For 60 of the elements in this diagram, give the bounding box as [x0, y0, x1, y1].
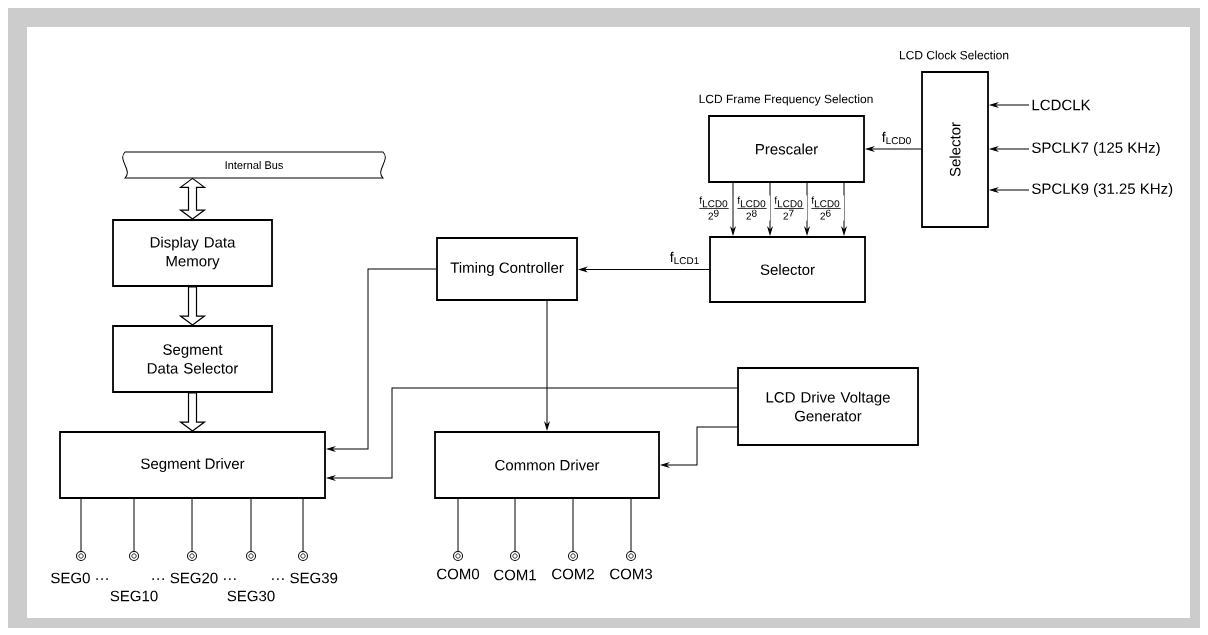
pin-label: ··· SEG39 — [272, 572, 338, 584]
signal-label: SPCLK9 (31.25 KHz) — [1032, 183, 1173, 197]
pin-line — [191, 498, 193, 552]
pin-label: SEG10 — [110, 590, 158, 602]
pin-line — [514, 498, 516, 552]
pin-line — [457, 498, 459, 552]
arrow — [544, 300, 550, 430]
arrow — [990, 187, 1030, 193]
pin-label: COM2 — [552, 568, 594, 580]
pin-label: COM0 — [437, 568, 480, 580]
pin-line — [133, 498, 135, 552]
pin-label: SEG0 ··· — [51, 572, 108, 584]
arrow — [327, 268, 437, 452]
pin-label: COM3 — [610, 568, 652, 580]
bus-banner: Internal Bus — [122, 151, 386, 179]
block-box: Selector — [709, 236, 866, 303]
pin-terminal — [453, 551, 463, 561]
arrow — [990, 102, 1030, 108]
pin-label: COM1 — [494, 569, 536, 581]
block-box: Segment Driver — [59, 431, 326, 499]
arrow — [579, 267, 710, 272]
arrow — [661, 426, 738, 468]
arrow — [327, 387, 738, 481]
pin-line — [250, 498, 252, 552]
edge-label: $\frac{\mathrm{f}_{\mathrm{LCD0}}}{\mathrm{2}^{\mathrm{8}}}$ — [733, 195, 771, 221]
pin-terminal — [246, 551, 256, 561]
pin-label: SEG30 — [227, 590, 275, 602]
pin-terminal — [510, 551, 520, 561]
arrow — [730, 182, 736, 235]
pin-line — [630, 498, 632, 552]
block-box: Common Driver — [434, 431, 660, 499]
section-heading: LCD Clock Selection — [899, 50, 1009, 60]
signal-label: LCDCLK — [1032, 99, 1091, 111]
pin-label: ··· SEG20 ··· — [152, 572, 236, 584]
block-box: Segment Data Selector — [112, 325, 273, 393]
block-box: Timing Controller — [436, 237, 578, 301]
pin-terminal — [626, 551, 636, 561]
pin-terminal — [129, 551, 139, 561]
pin-line — [80, 498, 82, 552]
pin-terminal — [187, 551, 197, 561]
arrow — [841, 182, 847, 235]
arrow — [767, 182, 773, 235]
edge-label: $\frac{\mathrm{f}_{\mathrm{LCD0}}}{\mathrm{2}^{\mathrm{9}}}$ — [695, 195, 733, 221]
pin-line — [572, 498, 574, 552]
arrow — [866, 146, 922, 152]
block-box: Display Data Memory — [112, 219, 273, 287]
signal-label: SPCLK7 (125 KHz) — [1032, 142, 1160, 156]
edge-label: $\frac{\mathrm{f}_{\mathrm{LCD0}}}{\mathrm{2}^{\mathrm{6}}}$ — [807, 195, 845, 221]
block-box: LCD Drive Voltage Generator — [737, 367, 919, 446]
block-box: Prescaler — [708, 115, 865, 183]
arrow — [804, 182, 810, 235]
block-box: Selector — [921, 71, 989, 228]
pin-terminal — [298, 551, 308, 561]
pin-terminal — [76, 551, 86, 561]
pin-terminal — [568, 551, 578, 561]
edge-label: $\frac{\mathrm{f}_{\mathrm{LCD0}}}{\mathrm{2}^{\mathrm{7}}}$ — [770, 195, 808, 221]
arrow — [990, 146, 1030, 152]
bus-arrow — [178, 177, 207, 220]
section-heading: LCD Frame Frequency Selection — [699, 94, 873, 106]
pin-line — [302, 498, 304, 552]
